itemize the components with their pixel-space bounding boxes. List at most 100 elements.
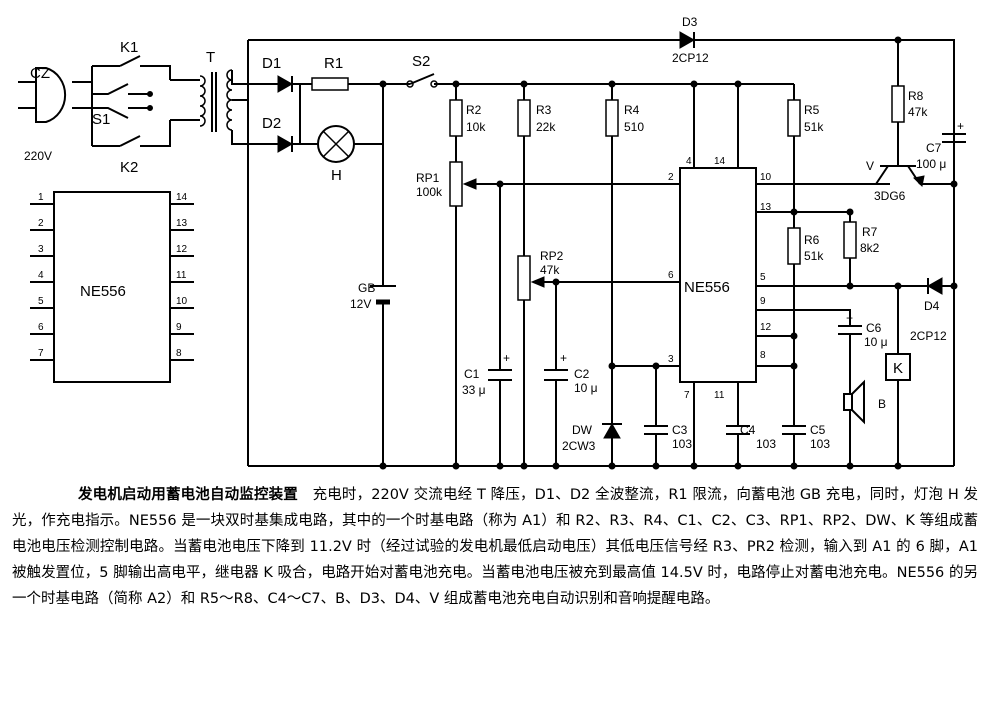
dw-label: DW	[572, 423, 593, 437]
resistor-r6	[787, 227, 801, 265]
pinout-right-8: 8	[176, 348, 182, 359]
caption-paragraph: 发电机启动用蓄电池自动监控装置 充电时，220V 交流电经 T 降压，D1、D2…	[12, 482, 978, 612]
zener-dw	[602, 422, 622, 466]
resistor-r1	[311, 77, 349, 91]
resistor-r4	[605, 99, 619, 137]
r2-label: R2	[466, 103, 482, 117]
c4-label: C4	[740, 423, 756, 437]
switch-k1-label: K1	[120, 39, 138, 56]
r3-label: R3	[536, 103, 552, 117]
transformer-label: T	[206, 49, 215, 66]
pin-11: 11	[714, 390, 725, 401]
rp2-value: 47k	[540, 263, 560, 277]
pinout-left-3: 3	[38, 244, 44, 255]
switch-k2-label: K2	[120, 159, 138, 176]
c3-value: 103	[672, 437, 692, 451]
lamp-h	[300, 125, 383, 163]
d1-label: D1	[262, 55, 281, 72]
rp2-label: RP2	[540, 249, 564, 263]
s2-label: S2	[412, 53, 430, 70]
c1-value: 33 μ	[462, 383, 486, 397]
c2-label: C2	[574, 367, 590, 381]
mains-input	[18, 55, 200, 147]
switch-s1-label: S1	[92, 111, 110, 128]
dw-type: 2CW3	[562, 439, 596, 453]
c7-plus: +	[957, 119, 964, 133]
transistor-label: V	[866, 159, 874, 173]
pin-14: 14	[714, 156, 726, 167]
r7-label: R7	[862, 225, 878, 239]
mains-voltage-label: 220V	[24, 149, 52, 163]
pin-2: 2	[668, 172, 674, 183]
pin-13: 13	[760, 202, 772, 213]
r5-value: 51k	[804, 120, 824, 134]
d3-label: D3	[682, 15, 698, 29]
circuit-schematic: CZ 220V K1 S1 K2 T D1 D2 R1 H S2 GB 12V	[18, 15, 966, 470]
pin-7: 7	[684, 390, 690, 401]
pinout-left-5: 5	[38, 296, 44, 307]
pinout-right-12: 12	[176, 244, 188, 255]
speaker-b	[843, 379, 865, 466]
pinout-right-14: 14	[176, 192, 188, 203]
c6-label: C6	[866, 321, 882, 335]
ne556-chip	[679, 167, 757, 383]
d3-type: 2CP12	[672, 51, 709, 65]
battery-voltage: 12V	[350, 297, 371, 311]
pin-6: 6	[668, 270, 674, 281]
pin-9: 9	[760, 296, 766, 307]
r6-value: 51k	[804, 249, 824, 263]
c2-plus: +	[560, 351, 567, 365]
r2-value: 10k	[466, 120, 486, 134]
pinout-right-11: 11	[176, 270, 187, 281]
potentiometer-rp2	[517, 255, 531, 301]
c7-value: 100 μ	[916, 157, 946, 171]
c2-value: 10 μ	[574, 381, 598, 395]
c6-minus: −	[846, 311, 853, 325]
c3-label: C3	[672, 423, 688, 437]
d4-label: D4	[924, 299, 940, 313]
c6-value: 10 μ	[864, 335, 888, 349]
battery-label: GB	[358, 281, 375, 295]
pinout-left-7: 7	[38, 348, 44, 359]
r4-label: R4	[624, 103, 640, 117]
r3-value: 22k	[536, 120, 556, 134]
c1-label: C1	[464, 367, 480, 381]
pin-3: 3	[668, 354, 674, 365]
diode-d2	[270, 84, 301, 153]
r7-value: 8k2	[860, 241, 880, 255]
speaker-label: B	[878, 397, 886, 411]
figure-caption: 发电机启动用蓄电池自动监控装置 充电时，220V 交流电经 T 降压，D1、D2…	[12, 482, 978, 612]
c5-label: C5	[810, 423, 826, 437]
ic-name: NE556	[684, 279, 730, 296]
ne556-pinout	[30, 191, 194, 383]
transistor-v	[875, 165, 925, 188]
r8-value: 47k	[908, 105, 928, 119]
caption-body: 充电时，220V 交流电经 T 降压，D1、D2 全波整流，R1 限流，向蓄电池…	[12, 487, 979, 607]
pinout-right-9: 9	[176, 322, 182, 333]
pin-8: 8	[760, 350, 766, 361]
c4-value: 103	[756, 437, 776, 451]
resistor-r2	[449, 99, 463, 137]
c5-value: 103	[810, 437, 830, 451]
r4-value: 510	[624, 120, 644, 134]
resistor-r8	[891, 85, 905, 123]
pinout-left-6: 6	[38, 322, 44, 333]
potentiometer-rp1	[449, 161, 463, 207]
diode-d4	[926, 277, 954, 295]
d2-label: D2	[262, 115, 281, 132]
r5-label: R5	[804, 103, 820, 117]
pinout-left-4: 4	[38, 270, 44, 281]
caption-title: 发电机启动用蓄电池自动监控装置	[78, 487, 298, 503]
plug-label: CZ	[30, 65, 50, 82]
c1-plus: +	[503, 351, 510, 365]
pin-12: 12	[760, 322, 772, 333]
rp1-value: 100k	[416, 185, 443, 199]
transformer	[199, 69, 233, 132]
diode-d1	[270, 75, 312, 93]
transistor-type: 3DG6	[874, 189, 906, 203]
c7-label: C7	[926, 141, 942, 155]
pinout-left-2: 2	[38, 218, 44, 229]
relay-label: K	[893, 360, 903, 377]
resistor-r3	[517, 99, 531, 137]
d4-type: 2CP12	[910, 329, 947, 343]
